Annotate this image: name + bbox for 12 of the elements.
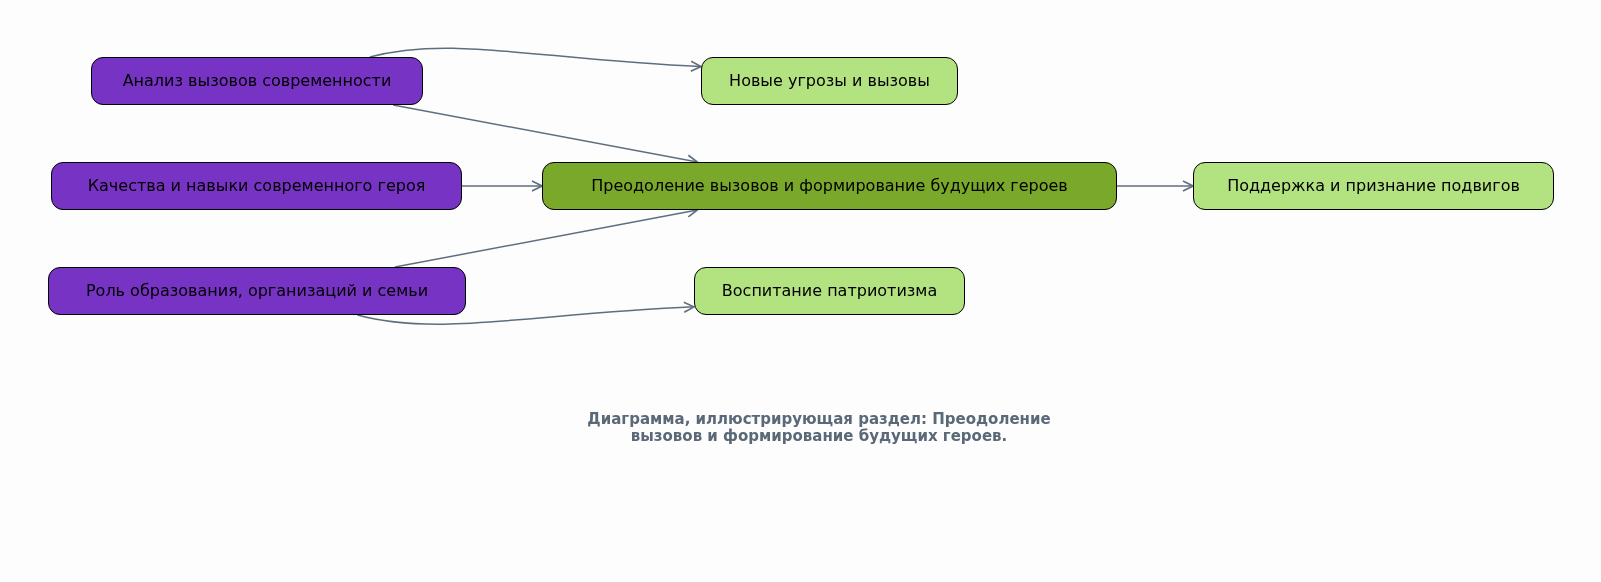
- process-box: Роль образования, организаций и семьи: [48, 267, 466, 315]
- arrow: [461, 180, 543, 192]
- arrow: [369, 47, 702, 72]
- arrow: [356, 301, 695, 325]
- process-box: Качества и навыки современного героя: [51, 162, 462, 210]
- process-box: Преодоление вызовов и формирование будущих героев: [542, 162, 1117, 210]
- caption: Диаграмма, иллюстрирующая раздел: Преодоление вызовов и формирование будущих героев.: [586, 411, 1052, 445]
- process-box: Поддержка и признание подвигов: [1193, 162, 1554, 210]
- process-box: Новые угрозы и вызовы: [701, 57, 958, 105]
- process-box: Воспитание патриотизма: [694, 267, 965, 315]
- process-box: Анализ вызовов современности: [91, 57, 423, 105]
- arrow: [1116, 180, 1194, 192]
